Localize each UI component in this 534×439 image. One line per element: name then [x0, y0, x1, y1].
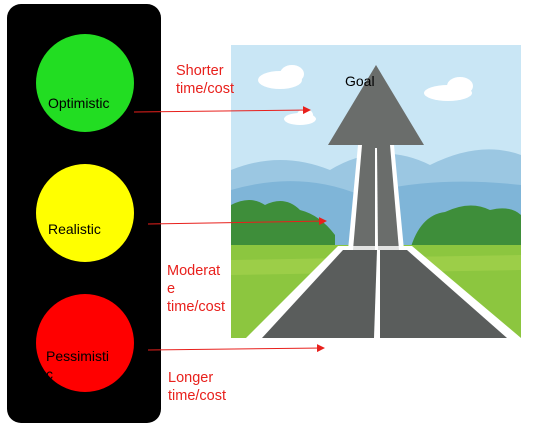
shorter-line-2: time/cost	[176, 81, 235, 97]
moderate-line-2: e	[167, 281, 176, 297]
realistic-lamp	[36, 164, 134, 262]
optimistic-arrow	[133, 106, 311, 115]
longer-line-2: time/cost	[168, 388, 227, 404]
realistic-label: Realistic	[48, 221, 101, 237]
longer-line-1: Longer	[168, 370, 214, 386]
goal-label: Goal	[345, 73, 375, 89]
moderate-line-3: time/cost	[167, 299, 226, 315]
pessimistic-lamp	[36, 294, 134, 392]
shorter-line-1: Shorter	[176, 63, 224, 79]
optimistic-lamp	[36, 34, 134, 132]
pessimistic-arrow	[147, 344, 325, 353]
optimistic-label: Optimistic	[48, 95, 110, 111]
longer-time-cost-text: Longer time/cost	[168, 369, 226, 405]
moderate-time-cost-text: Moderat e time/cost	[167, 262, 225, 316]
moderate-line-1: Moderat	[167, 263, 221, 279]
realistic-arrow	[147, 217, 327, 226]
shorter-time-cost-text: Shorter time/cost	[176, 62, 234, 98]
